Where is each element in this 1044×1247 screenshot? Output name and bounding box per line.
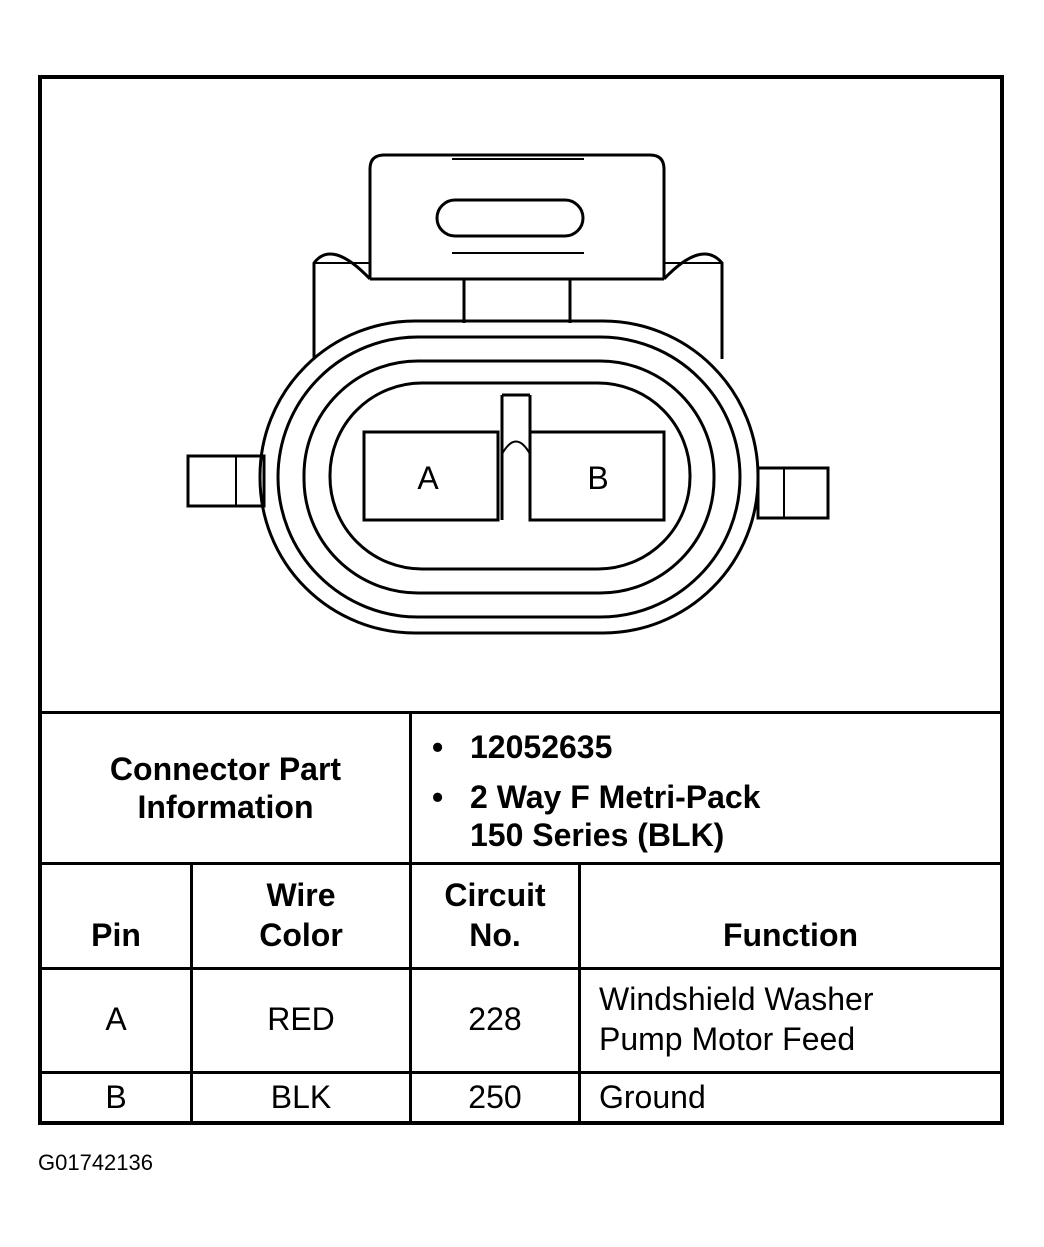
row-a-function-line2: Pump Motor Feed <box>599 1021 856 1057</box>
row-divider <box>42 967 1000 970</box>
part-number: 12052635 <box>470 729 613 765</box>
housing-inner <box>302 359 716 595</box>
right-shoulder <box>662 252 724 359</box>
connector-svg: A B <box>186 153 830 635</box>
column-divider <box>190 865 193 1121</box>
tab-slot <box>435 198 585 238</box>
header-function: Function <box>722 917 859 953</box>
header-wire-color: Wire Color <box>193 875 409 955</box>
connector-description-item: • 2 Way F Metri-Pack 150 Series (BLK) <box>432 778 761 854</box>
row-divider <box>42 1071 1000 1074</box>
connector-diagram-frame: A B Connector Part Information • 1205263… <box>38 75 1004 1125</box>
header-wire-color-line2: Color <box>259 917 343 953</box>
header-pin: Pin <box>91 917 141 953</box>
center-divider <box>500 393 532 520</box>
column-divider <box>409 865 412 1121</box>
column-divider <box>578 865 581 1121</box>
housing-core <box>328 381 692 571</box>
pin-table: Pin Wire Color Circuit No. Function A RE… <box>42 865 1000 1121</box>
row-a-function-line1: Windshield Washer <box>599 981 874 1017</box>
row-a-pin: A <box>105 1001 127 1037</box>
row-b-wire-color: BLK <box>270 1079 332 1115</box>
header-wire-color-line1: Wire <box>266 877 336 913</box>
connector-part-info-row: Connector Part Information • 12052635 • … <box>42 711 1000 865</box>
header-circuit-line1: Circuit <box>444 877 546 913</box>
right-ear <box>756 466 830 520</box>
header-circuit-no: Circuit No. <box>412 875 578 955</box>
row-b-pin: B <box>105 1079 127 1115</box>
bullet-2: • <box>432 779 444 815</box>
cavity-b-label: B <box>587 460 608 496</box>
header-circuit-line2: No. <box>469 917 521 953</box>
info-label-line2: Information <box>137 789 314 825</box>
row-a-function: Windshield Washer Pump Motor Feed <box>599 979 999 1059</box>
connector-part-info-values: • 12052635 • 2 Way F Metri-Pack 150 Seri… <box>412 714 1000 862</box>
row-a-wire-color: RED <box>267 1001 335 1037</box>
cavity-a-label: A <box>417 460 439 496</box>
description-line1: 2 Way F Metri-Pack <box>470 779 761 815</box>
bullet-1: • <box>432 729 444 765</box>
locking-tab <box>368 153 666 279</box>
description-line2: 150 Series (BLK) <box>470 817 725 853</box>
row-b-circuit: 250 <box>468 1079 522 1115</box>
connector-part-info-label: Connector Part Information <box>42 714 412 862</box>
left-ear <box>186 454 266 508</box>
info-label-line1: Connector Part <box>109 751 342 787</box>
left-shoulder <box>312 252 372 359</box>
figure-id: G01742136 <box>38 1150 153 1175</box>
connector-face-drawing: A B <box>42 79 1000 711</box>
row-a-circuit: 228 <box>468 1001 522 1037</box>
housing-outer <box>258 319 760 635</box>
cavity-a <box>362 430 500 522</box>
row-b-function: Ground <box>599 1079 706 1115</box>
part-number-item: • 12052635 <box>432 728 613 766</box>
housing-middle <box>276 335 742 619</box>
